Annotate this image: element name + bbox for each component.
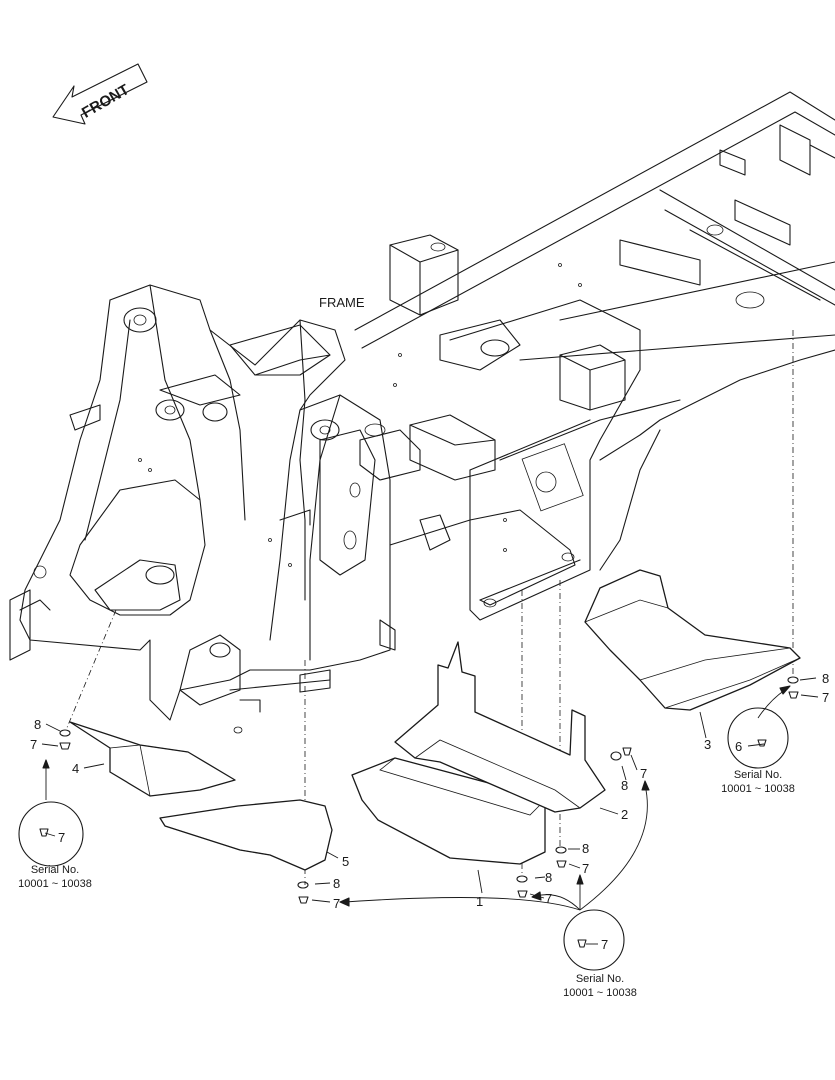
callout-1: 1 xyxy=(476,894,484,909)
cover-part-4 xyxy=(69,721,236,797)
serial-note-range: 10001 ~ 10038 xyxy=(721,783,795,795)
callout-8: 8 xyxy=(545,870,553,885)
callout-8: 8 xyxy=(34,717,42,732)
callout-8: 8 xyxy=(621,778,629,793)
serial-note-title: Serial No. xyxy=(30,864,80,876)
callout-7: 7 xyxy=(545,891,553,906)
callout-7: 7 xyxy=(30,737,38,752)
serial-note-bottom: Serial No. 10001 ~ 10038 xyxy=(555,972,645,1000)
chassis-frame xyxy=(9,91,835,734)
callout-6: 6 xyxy=(735,739,743,754)
front-arrow-icon xyxy=(52,63,148,125)
callout-8: 8 xyxy=(582,841,590,856)
serial-note-right: Serial No. 10001 ~ 10038 xyxy=(713,768,803,796)
callout-7: 7 xyxy=(582,861,590,876)
cover-part-2 xyxy=(394,641,606,813)
serial-note-title: Serial No. xyxy=(575,973,625,985)
detail-circle-bottom xyxy=(563,909,625,971)
callout-2: 2 xyxy=(621,807,629,822)
callout-3: 3 xyxy=(704,737,712,752)
cover-part-3 xyxy=(584,569,801,711)
callout-7: 7 xyxy=(601,937,609,952)
frame-label: FRAME xyxy=(319,295,365,310)
callout-7: 7 xyxy=(822,690,830,705)
leader-lines xyxy=(41,677,819,945)
cover-part-1 xyxy=(351,757,546,865)
callout-5: 5 xyxy=(342,854,350,869)
callout-7: 7 xyxy=(333,896,341,911)
cover-part-5 xyxy=(159,799,333,871)
callout-8: 8 xyxy=(822,671,830,686)
callout-7: 7 xyxy=(58,830,66,845)
callout-7: 7 xyxy=(640,766,648,781)
serial-note-range: 10001 ~ 10038 xyxy=(18,878,92,890)
detail-circle-right xyxy=(727,707,789,769)
serial-note-left: Serial No. 10001 ~ 10038 xyxy=(10,863,100,891)
callout-8: 8 xyxy=(333,876,341,891)
serial-note-title: Serial No. xyxy=(733,769,783,781)
hardware xyxy=(39,676,799,948)
detail-circle-left xyxy=(18,801,84,867)
serial-note-range: 10001 ~ 10038 xyxy=(563,987,637,999)
callout-4: 4 xyxy=(72,761,80,776)
